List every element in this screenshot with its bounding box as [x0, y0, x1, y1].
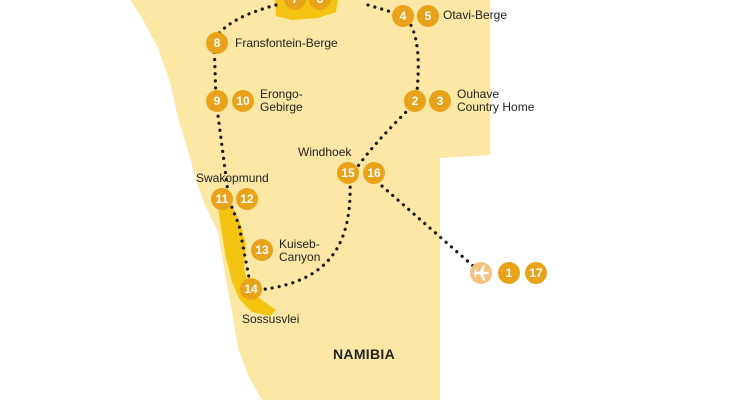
stop-badge-1[interactable]: 1: [498, 262, 520, 284]
namib-dune-belt: [218, 206, 276, 316]
label-ouhave-line2: Country Home: [457, 100, 535, 114]
stop-badge-17[interactable]: 17: [525, 262, 547, 284]
stop-badge-14[interactable]: 14: [240, 278, 262, 300]
stop-badge-13[interactable]: 13: [251, 239, 273, 261]
stop-badge-5[interactable]: 5: [417, 5, 439, 27]
stop-badge-3[interactable]: 3: [429, 90, 451, 112]
svg-text:9: 9: [214, 94, 221, 108]
svg-text:14: 14: [244, 282, 258, 296]
stop-badge-6[interactable]: 6: [309, 0, 331, 10]
label-otavi-berge: Otavi-Berge: [443, 8, 508, 22]
stop-badge-15[interactable]: 15: [337, 162, 359, 184]
svg-text:17: 17: [529, 266, 543, 280]
airplane-icon: [474, 265, 489, 281]
stop-badge-7[interactable]: 7: [284, 0, 306, 10]
svg-text:13: 13: [255, 243, 269, 257]
stop-badge-12[interactable]: 12: [236, 188, 258, 210]
stop-badge-8[interactable]: 8: [206, 32, 228, 54]
svg-text:1: 1: [506, 266, 513, 280]
stop-badge-4[interactable]: 4: [392, 5, 414, 27]
label-sossusvlei: Sossusvlei: [242, 312, 300, 326]
country-label: NAMIBIA: [333, 346, 395, 362]
svg-text:4: 4: [400, 9, 407, 23]
stop-badge-2[interactable]: 2: [404, 90, 426, 112]
label-ouhave-line1: Ouhave: [457, 87, 500, 101]
airport-marker[interactable]: [470, 262, 492, 284]
label-erongo-line2: Gebirge: [260, 100, 303, 114]
svg-text:7: 7: [292, 0, 299, 6]
stop-badge-16[interactable]: 16: [363, 162, 385, 184]
svg-text:16: 16: [367, 166, 381, 180]
label-kuiseb-line1: Kuiseb-: [279, 237, 320, 251]
stop-badge-10[interactable]: 10: [232, 90, 254, 112]
svg-text:10: 10: [236, 94, 250, 108]
label-kuiseb-line2: Canyon: [279, 250, 321, 264]
namibia-land: [130, 0, 490, 400]
svg-text:3: 3: [437, 94, 444, 108]
label-ouhave-country-home: Ouhave Country Home: [457, 88, 534, 114]
svg-text:2: 2: [412, 94, 419, 108]
label-kuiseb-canyon: Kuiseb- Canyon: [279, 238, 320, 264]
svg-text:15: 15: [341, 166, 355, 180]
svg-text:11: 11: [216, 192, 229, 206]
svg-text:5: 5: [425, 9, 432, 23]
svg-text:12: 12: [240, 192, 254, 206]
label-windhoek: Windhoek: [298, 145, 352, 159]
label-swakopmund: Swakopmund: [196, 171, 269, 185]
stop-badge-9[interactable]: 9: [206, 90, 228, 112]
label-erongo-gebirge: Erongo- Gebirge: [260, 88, 303, 114]
label-erongo-line1: Erongo-: [260, 87, 303, 101]
label-fransfontein-berge: Fransfontein-Berge: [235, 36, 338, 50]
stop-badge-11[interactable]: 11: [211, 188, 233, 210]
svg-text:6: 6: [317, 0, 324, 6]
svg-text:8: 8: [214, 36, 221, 50]
